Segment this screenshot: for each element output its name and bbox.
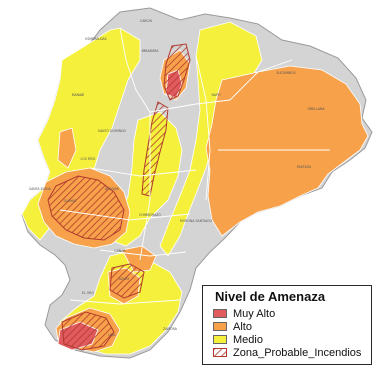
legend-swatch-muy-alto: [213, 309, 227, 318]
fire-zone-north: [163, 43, 191, 101]
province-label: Esmeraldas: [85, 37, 106, 41]
legend-label: Alto: [233, 320, 252, 333]
legend: Nivel de Amenaza Muy Alto Alto Medio Zon…: [202, 285, 372, 365]
province-label: Napo: [212, 93, 221, 97]
province-label: Bolívar: [105, 186, 120, 191]
fire-zone-south: [109, 263, 145, 299]
province-label: Imbabura: [142, 49, 160, 53]
province-label: Orellana: [307, 107, 325, 111]
alto-amazon: [205, 65, 369, 237]
legend-item-medio: Medio: [213, 333, 371, 346]
zone-probable-incendios: [47, 43, 191, 351]
province-label: Azuay: [119, 277, 130, 281]
legend-swatch-medio: [213, 335, 227, 344]
legend-item-alto: Alto: [213, 320, 371, 333]
province-labels: Esmeraldas CarchiImbaburaSucumbíosOrellan…: [29, 19, 325, 337]
province-label: Sucumbíos: [276, 70, 295, 75]
province-label: El Oro: [82, 291, 95, 295]
legend-title: Nivel de Amenaza: [215, 289, 326, 304]
province-label: Manabí: [72, 92, 85, 97]
province-label: Santo Domingo: [98, 129, 127, 133]
legend-swatch-hatch: [213, 348, 227, 357]
legend-label: Medio: [233, 333, 263, 346]
province-label: Los Ríos: [81, 156, 96, 161]
province-label: Loja: [108, 333, 116, 337]
province-label: Morona Santiago: [180, 219, 213, 223]
fire-zone-coast: [47, 175, 125, 241]
province-label: Carchi: [140, 19, 152, 23]
province-boundaries: [59, 27, 330, 305]
legend-swatch-alto: [213, 322, 227, 331]
province-label: Cañar: [114, 248, 126, 253]
province-label: Chimborazo: [139, 213, 161, 217]
province-label: Pastaza: [297, 165, 312, 169]
province-label: Santa Elena: [29, 187, 52, 191]
legend-label: Zona_Probable_Incendios: [233, 346, 362, 359]
alto-coast-north: [57, 127, 77, 169]
legend-label: Muy Alto: [233, 307, 276, 320]
legend-item-muy-alto: Muy Alto: [213, 307, 371, 320]
legend-item-zona-probable: Zona_Probable_Incendios: [213, 346, 371, 359]
fire-zone-southwest: [61, 311, 115, 351]
province-label: Guayas: [64, 199, 77, 203]
province-label: Zamora: [163, 327, 178, 331]
